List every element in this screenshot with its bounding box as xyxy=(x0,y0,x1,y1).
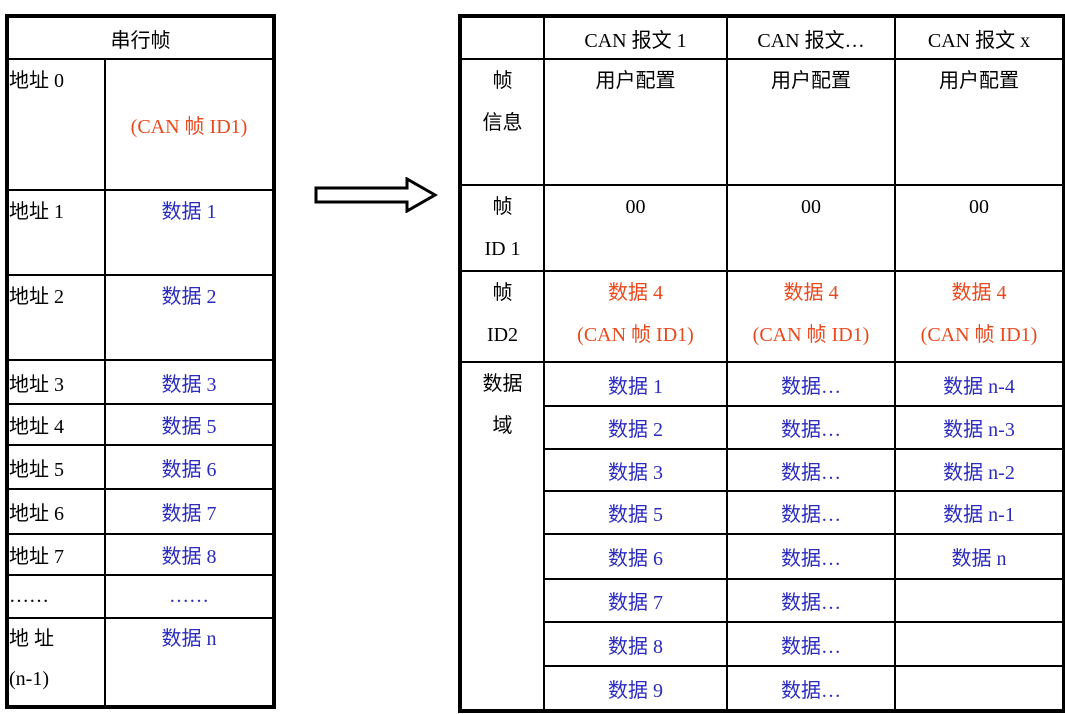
data-field-label-line2: 域 xyxy=(492,415,513,437)
frame-id2-label-line1: 帧 xyxy=(492,282,513,304)
right-block-arrow-icon xyxy=(314,177,438,213)
data-row-3-cell-3: 数据 n-2 xyxy=(894,448,1065,492)
address-0-value: (CAN 帧 ID1) xyxy=(104,58,275,191)
data-row-4-cell-1: 数据 5 xyxy=(543,490,728,535)
serial-frame-table: 串行帧 地址 0 (CAN 帧 ID1) 地址 1 数据 1 地址 2 数据 2… xyxy=(5,14,276,709)
address-4-value: 数据 5 xyxy=(104,403,275,446)
header-can-message-1: CAN 报文 1 xyxy=(543,15,728,60)
data-row-5-cell-3: 数据 n xyxy=(894,533,1065,580)
corner-cell xyxy=(459,15,545,60)
data-row-8-cell-2: 数据… xyxy=(726,665,896,712)
data-row-4-cell-2: 数据… xyxy=(726,490,896,535)
frame-id1-cell-1: 00 xyxy=(543,184,728,272)
data-row-7-cell-2: 数据… xyxy=(726,621,896,667)
address-3-label: 地址 3 xyxy=(6,359,106,405)
address-ellipsis-label: …… xyxy=(6,574,106,619)
frame-id2-cell-3: 数据 4 (CAN 帧 ID1) xyxy=(894,270,1065,363)
data-row-2-cell-3: 数据 n-3 xyxy=(894,405,1065,450)
data-row-5-cell-2: 数据… xyxy=(726,533,896,580)
address-1-value: 数据 1 xyxy=(104,189,275,276)
can-message-table: CAN 报文 1 CAN 报文… CAN 报文 x 帧 信息 用户配置 用户配置… xyxy=(458,14,1065,713)
data-row-1-cell-1: 数据 1 xyxy=(543,361,728,407)
address-4-label: 地址 4 xyxy=(6,403,106,446)
frame-id2-cell-3-line1: 数据 4 xyxy=(951,282,1007,304)
address-5-value: 数据 6 xyxy=(104,444,275,490)
header-can-message-x: CAN 报文 x xyxy=(894,15,1065,60)
address-n1-label-line1: 地 址 xyxy=(9,628,54,650)
data-row-1-cell-3: 数据 n-4 xyxy=(894,361,1065,407)
frame-id2-cell-1-line1: 数据 4 xyxy=(608,282,663,304)
address-2-label: 地址 2 xyxy=(6,274,106,361)
frame-id1-label-line2: ID 1 xyxy=(484,238,521,260)
address-7-label: 地址 7 xyxy=(6,533,106,576)
frame-id2-cell-1-line2: (CAN 帧 ID1) xyxy=(577,324,694,346)
data-row-8-cell-3 xyxy=(894,665,1065,712)
data-row-5-cell-1: 数据 6 xyxy=(543,533,728,580)
address-2-value: 数据 2 xyxy=(104,274,275,361)
frame-id2-cell-2-line2: (CAN 帧 ID1) xyxy=(752,324,870,346)
address-6-value: 数据 7 xyxy=(104,488,275,535)
frame-id2-label: 帧 ID2 xyxy=(459,270,545,363)
address-6-label: 地址 6 xyxy=(6,488,106,535)
data-row-1-cell-2: 数据… xyxy=(726,361,896,407)
frame-id1-label: 帧 ID 1 xyxy=(459,184,545,272)
frame-id2-label-line2: ID2 xyxy=(486,324,519,346)
frame-id2-cell-2: 数据 4 (CAN 帧 ID1) xyxy=(726,270,896,363)
address-n1-label-line2: (n-1) xyxy=(9,668,49,690)
frame-info-cell-1: 用户配置 xyxy=(543,58,728,186)
address-5-label: 地址 5 xyxy=(6,444,106,490)
data-row-6-cell-1: 数据 7 xyxy=(543,578,728,623)
frame-id1-cell-3: 00 xyxy=(894,184,1065,272)
address-ellipsis-value: …… xyxy=(104,574,275,619)
data-row-7-cell-3 xyxy=(894,621,1065,667)
data-row-6-cell-2: 数据… xyxy=(726,578,896,623)
address-1-label: 地址 1 xyxy=(6,189,106,276)
frame-id2-cell-3-line2: (CAN 帧 ID1) xyxy=(920,324,1038,346)
data-row-2-cell-2: 数据… xyxy=(726,405,896,450)
data-field-label-line1: 数据 xyxy=(482,373,523,395)
data-row-2-cell-1: 数据 2 xyxy=(543,405,728,450)
data-row-3-cell-2: 数据… xyxy=(726,448,896,492)
frame-info-label: 帧 信息 xyxy=(459,58,545,186)
frame-info-label-line2: 信息 xyxy=(482,112,523,134)
data-row-8-cell-1: 数据 9 xyxy=(543,665,728,712)
frame-id1-label-line1: 帧 xyxy=(492,196,513,218)
frame-id2-cell-2-line1: 数据 4 xyxy=(783,282,839,304)
data-row-6-cell-3 xyxy=(894,578,1065,623)
data-field-label: 数据 域 xyxy=(459,361,545,712)
serial-frame-title: 串行帧 xyxy=(6,15,275,60)
frame-id1-cell-2: 00 xyxy=(726,184,896,272)
frame-info-label-line1: 帧 xyxy=(492,70,513,92)
frame-info-cell-3: 用户配置 xyxy=(894,58,1065,186)
address-0-label: 地址 0 xyxy=(6,58,106,191)
data-row-7-cell-1: 数据 8 xyxy=(543,621,728,667)
address-7-value: 数据 8 xyxy=(104,533,275,576)
address-n1-value: 数据 n xyxy=(104,617,275,708)
header-can-message-ellipsis: CAN 报文… xyxy=(726,15,896,60)
address-3-value: 数据 3 xyxy=(104,359,275,405)
data-row-3-cell-1: 数据 3 xyxy=(543,448,728,492)
frame-info-cell-2: 用户配置 xyxy=(726,58,896,186)
data-row-4-cell-3: 数据 n-1 xyxy=(894,490,1065,535)
address-n1-label: 地 址 (n-1) xyxy=(6,617,106,708)
frame-id2-cell-1: 数据 4 (CAN 帧 ID1) xyxy=(543,270,728,363)
